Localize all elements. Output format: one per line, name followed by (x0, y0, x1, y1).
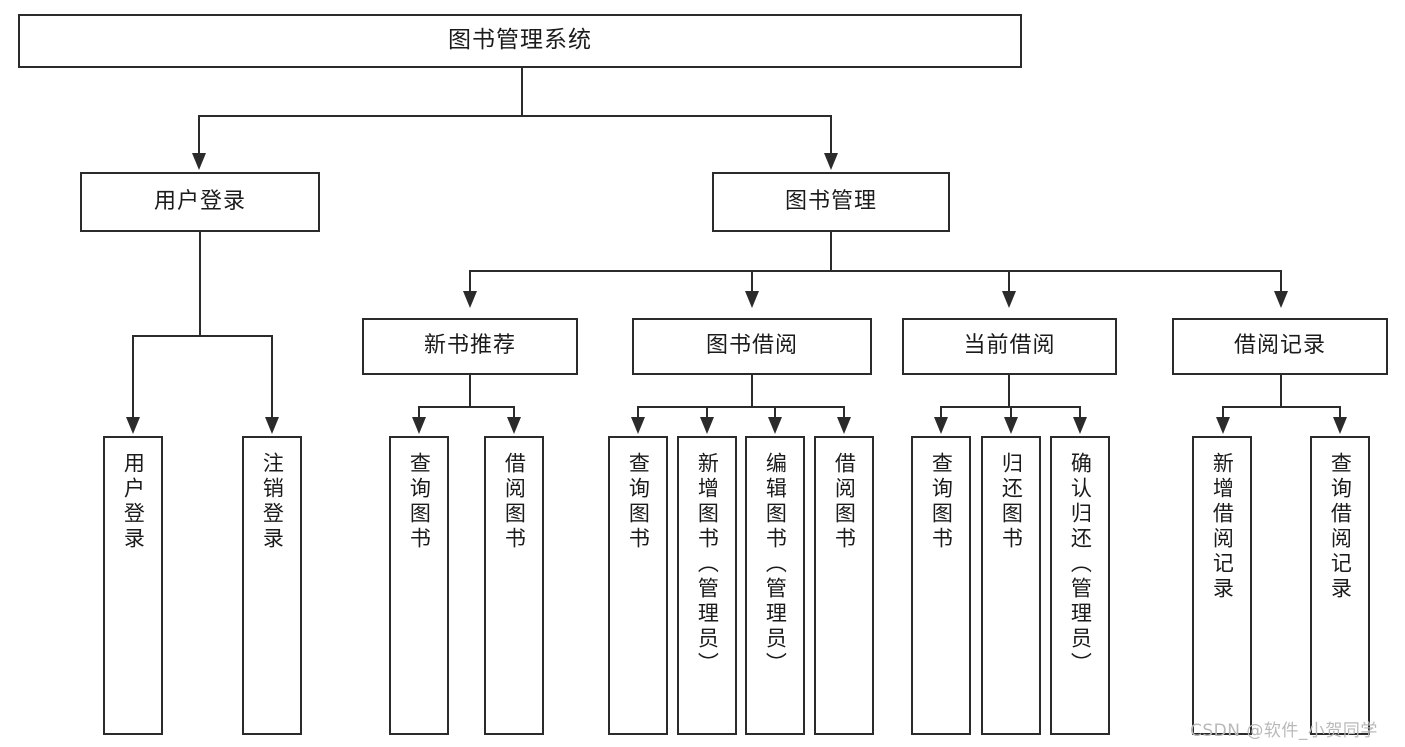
arrowhead-cb-to-leaf-3 (1073, 417, 1087, 434)
node-borrow-record[interactable]: 借阅记录 (1172, 318, 1388, 375)
arrowhead-bb-to-leaf-4 (837, 417, 851, 434)
connector-bm-to-book-borrow (751, 270, 753, 292)
arrowhead-bb-to-leaf-2 (700, 417, 714, 434)
node-book-borrow[interactable]: 图书借阅 (632, 318, 872, 375)
arrowhead-newbook-to-leaf-1 (412, 417, 426, 434)
arrowhead-br-to-leaf-2 (1333, 417, 1347, 434)
connector-user-login-to-leaf-1 (132, 335, 134, 418)
arrowhead-bb-to-leaf-3 (768, 417, 782, 434)
arrowhead-bm-to-new-book (463, 291, 477, 308)
connector-book-borrow-bus (637, 406, 845, 408)
node-label: 借阅记录 (1233, 333, 1326, 359)
leaf-label: 用户登录 (121, 452, 146, 552)
leaf-current-borrow-query-book[interactable]: 查询图书 (911, 436, 971, 735)
connector-cb-to-leaf-3 (1079, 406, 1081, 418)
node-label: 当前借阅 (963, 333, 1056, 359)
node-label: 用户登录 (153, 188, 246, 214)
leaf-label: 查询图书 (626, 452, 651, 552)
arrowhead-bm-to-book-borrow (745, 291, 759, 308)
leaf-current-borrow-return-book[interactable]: 归还图书 (981, 436, 1041, 735)
node-current-borrow[interactable]: 当前借阅 (902, 318, 1117, 375)
connector-root-to-user-login (198, 115, 200, 155)
arrowhead-cb-to-leaf-2 (1004, 417, 1018, 434)
leaf-label: 查询借阅记录 (1328, 452, 1353, 602)
node-label: 图书管理 (784, 188, 877, 214)
leaf-label: 注销登录 (260, 452, 285, 552)
leaf-label: 编辑图书（管理员） (763, 452, 788, 677)
leaf-label: 借阅图书 (502, 452, 527, 552)
connector-new-book-bus (418, 406, 514, 408)
leaf-user-login-logout[interactable]: 注销登录 (242, 436, 302, 735)
connector-br-to-leaf-2 (1339, 406, 1341, 418)
leaf-user-login-login[interactable]: 用户登录 (103, 436, 163, 735)
leaf-book-borrow-borrow-book[interactable]: 借阅图书 (814, 436, 874, 735)
arrowhead-br-to-leaf-1 (1216, 417, 1230, 434)
node-new-book-recommend[interactable]: 新书推荐 (362, 318, 578, 375)
arrowhead-bb-to-leaf-1 (631, 417, 645, 434)
connector-user-login-to-leaf-2 (271, 335, 273, 418)
arrowhead-bm-to-borrow-record (1274, 291, 1288, 308)
leaf-label: 借阅图书 (832, 452, 857, 552)
connector-borrow-record-bus (1222, 406, 1340, 408)
leaf-label: 查询图书 (407, 452, 432, 552)
connector-bm-to-new-book (469, 270, 471, 292)
connector-cb-to-leaf-1 (940, 406, 942, 418)
leaf-label: 新增借阅记录 (1210, 452, 1235, 602)
leaf-borrow-record-add-record[interactable]: 新增借阅记录 (1192, 436, 1252, 735)
node-label: 图书借阅 (705, 333, 798, 359)
connector-bb-to-leaf-3 (774, 406, 776, 418)
connector-root-stem (521, 68, 523, 115)
node-label: 图书管理系统 (448, 27, 592, 54)
connector-bb-to-leaf-1 (637, 406, 639, 418)
leaf-label: 新增图书（管理员） (695, 452, 720, 677)
node-book-management[interactable]: 图书管理 (712, 172, 950, 232)
connector-user-login-stem (199, 232, 201, 335)
connector-current-borrow-stem (1008, 375, 1010, 406)
connector-book-management-bus (469, 270, 1280, 272)
arrowhead-newbook-to-leaf-2 (507, 417, 521, 434)
leaf-label: 归还图书 (999, 452, 1024, 552)
connector-newbook-to-leaf-2 (513, 406, 515, 418)
leaf-current-borrow-confirm-return[interactable]: 确认归还（管理员） (1050, 436, 1110, 735)
connector-bm-to-current-borrow (1008, 270, 1010, 292)
connector-newbook-to-leaf-1 (418, 406, 420, 418)
connector-root-to-book-management (830, 115, 832, 155)
connector-cb-to-leaf-2 (1010, 406, 1012, 418)
arrowhead-user-login-to-leaf-1 (126, 417, 140, 434)
arrowhead-cb-to-leaf-1 (934, 417, 948, 434)
leaf-book-borrow-add-book[interactable]: 新增图书（管理员） (677, 436, 737, 735)
arrowhead-root-to-user-login (192, 153, 206, 170)
leaf-label: 确认归还（管理员） (1068, 452, 1093, 677)
leaf-book-borrow-edit-book[interactable]: 编辑图书（管理员） (745, 436, 805, 735)
connector-bb-to-leaf-4 (843, 406, 845, 418)
leaf-book-borrow-query-book[interactable]: 查询图书 (608, 436, 668, 735)
arrowhead-bm-to-current-borrow (1002, 291, 1016, 308)
leaf-new-book-borrow-book[interactable]: 借阅图书 (484, 436, 544, 735)
connector-book-management-stem (830, 232, 832, 270)
node-user-login[interactable]: 用户登录 (80, 172, 320, 232)
leaf-borrow-record-query-record[interactable]: 查询借阅记录 (1310, 436, 1370, 735)
connector-book-borrow-stem (751, 375, 753, 406)
leaf-new-book-query-book[interactable]: 查询图书 (389, 436, 449, 735)
leaf-label: 查询图书 (929, 452, 954, 552)
connector-bm-to-borrow-record (1280, 270, 1282, 292)
connector-borrow-record-stem (1280, 375, 1282, 406)
connector-new-book-stem (469, 375, 471, 406)
connector-user-login-bus (132, 335, 272, 337)
node-label: 新书推荐 (423, 333, 516, 359)
connector-root-bus (198, 115, 831, 117)
node-root-book-management-system[interactable]: 图书管理系统 (18, 14, 1022, 68)
arrowhead-user-login-to-leaf-2 (265, 417, 279, 434)
connector-br-to-leaf-1 (1222, 406, 1224, 418)
connector-bb-to-leaf-2 (706, 406, 708, 418)
arrowhead-root-to-book-management (824, 153, 838, 170)
